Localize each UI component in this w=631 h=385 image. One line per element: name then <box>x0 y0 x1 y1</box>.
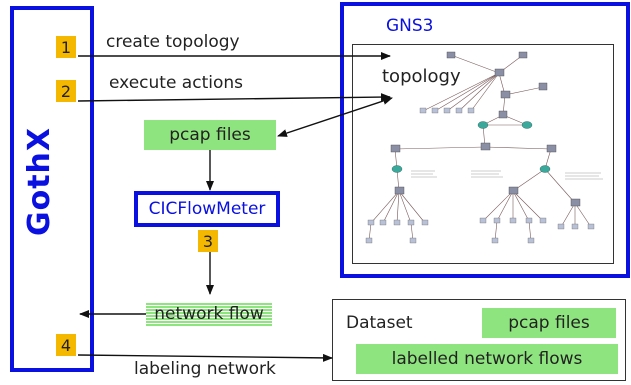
dataset-container <box>332 299 626 381</box>
step-3-badge: 3 <box>198 230 218 252</box>
dataset-pcap-files-box: pcap files <box>482 308 616 338</box>
labeling-network-label: labeling network <box>134 359 276 379</box>
gns3-title: GNS3 <box>386 16 434 36</box>
network-flow-box: network flow <box>146 302 272 326</box>
dataset-title: Dataset <box>346 313 413 333</box>
arrow-execute-actions <box>77 93 391 102</box>
step-4-badge: 4 <box>56 334 76 356</box>
cicflowmeter-box: CICFlowMeter <box>134 191 280 227</box>
topology-network-graphic <box>365 51 603 244</box>
step-1-badge: 1 <box>56 36 76 58</box>
create-topology-label: create topology <box>106 32 240 52</box>
step-2-badge: 2 <box>56 80 76 102</box>
topology-screenshot <box>352 44 614 264</box>
arrow-labeling-network <box>77 353 333 362</box>
topology-label: topology <box>382 66 461 87</box>
execute-actions-label: execute actions <box>109 73 243 93</box>
arrow-topology-pcap <box>277 97 393 137</box>
labelled-network-flows-box: labelled network flows <box>356 344 618 374</box>
gothx-container <box>10 6 94 372</box>
gns3-container <box>340 2 630 278</box>
pcap-files-box: pcap files <box>144 120 276 150</box>
